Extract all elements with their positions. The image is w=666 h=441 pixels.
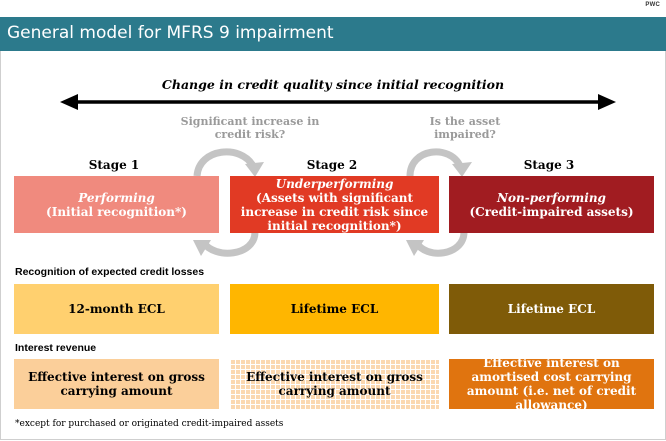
stage-1-desc: (Initial recognition*)	[46, 204, 187, 219]
stage-3-desc: (Credit-impaired assets)	[469, 204, 634, 219]
brand-logo: PWC	[645, 2, 660, 8]
interest-stage-3: Effective interest on amortised cost car…	[449, 356, 654, 412]
stage-1-box: Performing (Initial recognition*)	[14, 176, 219, 233]
transition-arrow-3-to-2	[406, 231, 468, 257]
stage-2-label: Stage 2	[306, 158, 358, 172]
stage-2-name: Underperforming	[275, 176, 394, 191]
stage-3-box: Non-performing (Credit-impaired assets)	[449, 176, 654, 233]
credit-quality-arrow	[60, 94, 616, 110]
stage-2-box: Underperforming (Assets with significant…	[230, 176, 439, 233]
stage-1-label: Stage 1	[88, 158, 140, 172]
transition-arrow-1-to-2	[193, 148, 264, 177]
ecl-stage-3: Lifetime ECL	[449, 284, 654, 334]
stage-2-desc: (Assets with significant increase in cre…	[240, 190, 429, 233]
stage-3-name: Non-performing	[497, 190, 606, 205]
title-bar: General model for MFRS 9 impairment	[0, 17, 666, 51]
transition-arrow-2-to-1	[193, 231, 259, 257]
footnote: *except for purchased or originated cred…	[15, 419, 284, 429]
stage-1-name: Performing	[78, 190, 155, 205]
ecl-heading: Recognition of expected credit losses	[15, 266, 205, 278]
interest-stage-1: Effective interest on gross carrying amo…	[14, 359, 219, 409]
transition-arrow-2-to-3	[406, 148, 472, 177]
question-significant-increase: Significant increase in credit risk?	[180, 115, 320, 141]
page-title: General model for MFRS 9 impairment	[7, 23, 334, 43]
stage-3-label: Stage 3	[523, 158, 575, 172]
interest-heading: Interest revenue	[15, 342, 97, 354]
change-label: Change in credit quality since initial r…	[161, 77, 505, 92]
interest-stage-2: Effective interest on gross carrying amo…	[230, 359, 439, 409]
question-asset-impaired: Is the asset impaired?	[429, 115, 501, 141]
ecl-stage-1: 12-month ECL	[14, 284, 219, 334]
ecl-stage-2: Lifetime ECL	[230, 284, 439, 334]
